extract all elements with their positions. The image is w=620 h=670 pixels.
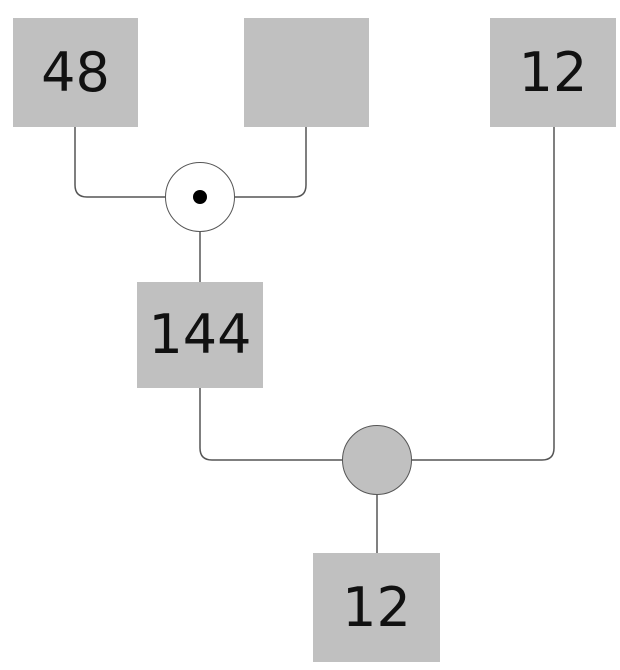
edge-input-left-to-op-top (74, 127, 165, 198)
intermediate-value: 144 (148, 303, 252, 366)
output-box: 12 (313, 553, 440, 662)
intermediate-box: 144 (137, 282, 263, 388)
input-value-left: 48 (41, 40, 110, 104)
edge-input-middle-to-op-top (235, 127, 307, 198)
output-value: 12 (342, 575, 411, 639)
edge-input-right-to-op-bottom (412, 127, 555, 461)
input-box-left: 48 (13, 18, 138, 127)
edge-intermediate-to-op-bottom (199, 388, 342, 461)
dot-icon (193, 190, 207, 204)
multiply-operator-node (165, 162, 235, 232)
input-box-middle (244, 18, 369, 127)
input-value-right: 12 (518, 40, 588, 104)
output-operator-node (342, 425, 412, 495)
input-box-right: 12 (490, 18, 616, 127)
